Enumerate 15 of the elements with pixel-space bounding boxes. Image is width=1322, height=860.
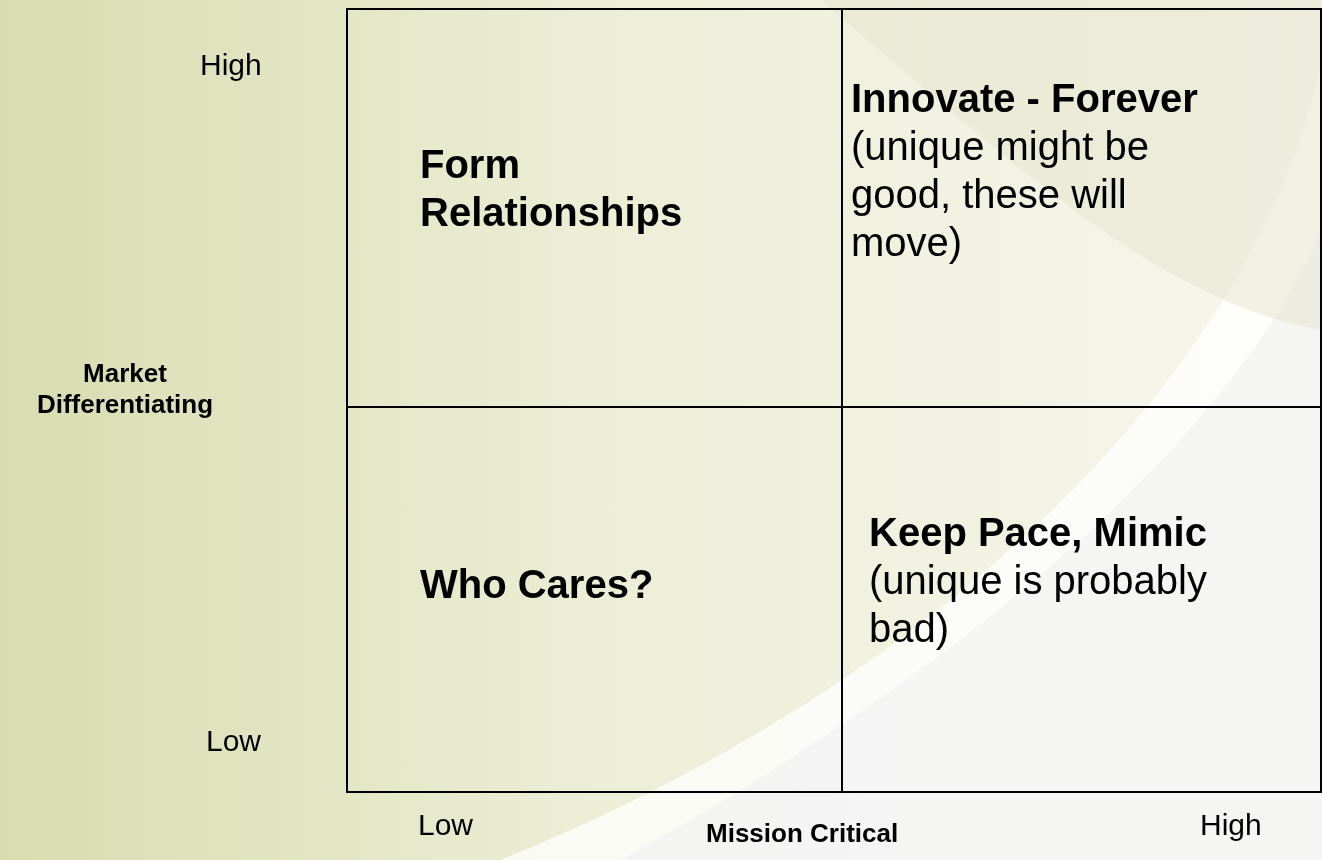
axis-tick-label: Low — [206, 724, 262, 758]
quadrant-title: Form Relationships — [420, 141, 684, 236]
quadrant-description: (unique might be good, these will move) — [851, 123, 1150, 266]
axis-tick-label: High — [200, 48, 262, 82]
quadrant-title: Who Cares? — [420, 561, 655, 608]
axis-title: Market Differentiating — [35, 358, 215, 420]
quadrant-cell — [346, 406, 843, 793]
quadrant-cell — [841, 406, 1322, 793]
axis-title: Mission Critical — [706, 818, 899, 849]
quadrant-description: Keep Pace, Mimic (unique is probably bad) — [869, 509, 1208, 652]
quadrant-cell — [346, 8, 843, 408]
axis-tick-label: Low — [418, 808, 474, 842]
quadrant-title: Innovate - Forever — [851, 75, 1199, 122]
axis-tick-label: High — [1200, 808, 1262, 842]
quadrant-cell — [841, 8, 1322, 408]
